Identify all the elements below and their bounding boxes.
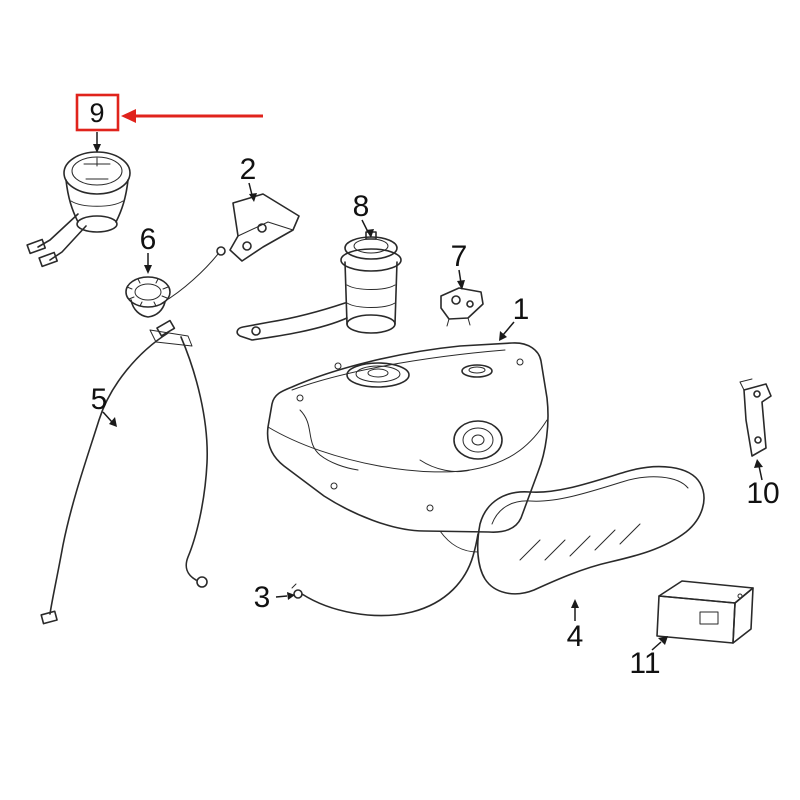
callout-label-7: 7 [451,240,468,273]
callout-4: 4 [567,599,584,653]
filler-neck-assembly-drawing [26,151,131,268]
callout-label-3: 3 [254,581,271,614]
callout-11: 11 [629,636,668,680]
callout-3: 3 [254,581,295,614]
callout-label-2: 2 [240,153,257,186]
callout-label-10: 10 [746,477,779,510]
fuel-cap-drawing [125,246,226,318]
callout-1: 1 [499,293,529,341]
callout-label-11: 11 [629,647,660,680]
mount-bracket-drawing [739,378,772,457]
valve-bracket-drawing [440,287,484,327]
callout-label-1: 1 [513,293,530,326]
callout-label-6: 6 [140,223,157,256]
callout-5: 5 [91,383,117,427]
heat-shield-drawing [476,465,705,595]
callout-10: 10 [746,459,780,510]
callout-label-8: 8 [353,190,370,223]
fuel-lines-drawing [40,319,208,625]
callout-label-4: 4 [567,620,584,653]
callout-6: 6 [140,223,157,274]
fuel-pump-module-drawing [236,231,402,341]
callouts: 9 2 8 6 7 1 [75,93,780,680]
callout-2: 2 [240,153,257,202]
vent-line-drawing [291,533,479,617]
highlight-box [75,93,120,132]
shield-bracket-drawing [229,193,300,262]
callout-7: 7 [451,240,468,290]
highlight-arrowhead [121,109,136,123]
fuel-tank-drawing [266,342,549,553]
callout-label-5: 5 [91,383,108,416]
callout-9-highlighted: 9 [75,93,263,153]
callout-label-9: 9 [89,98,104,128]
control-module-drawing [656,580,754,644]
callout-8: 8 [353,190,374,238]
